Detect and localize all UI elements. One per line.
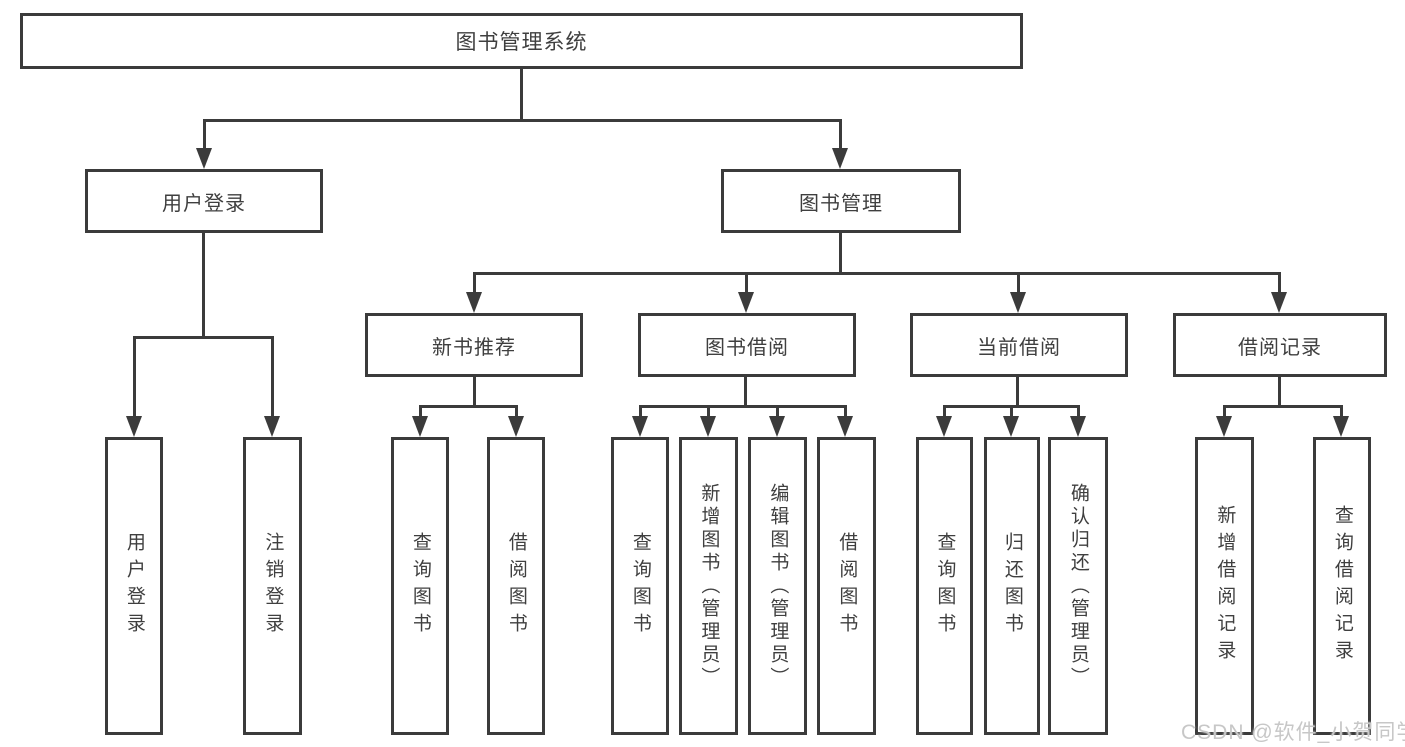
leaf-cb-confirm-return: 确认归还（管理员） xyxy=(1048,437,1108,735)
leaf-bb-query-books-label: 查询图书 xyxy=(629,532,651,640)
connector-line xyxy=(203,119,206,149)
leaf-bb-edit-books-label: 编辑图书（管理员） xyxy=(767,482,789,690)
connector-line xyxy=(1016,377,1019,405)
connector-line xyxy=(639,405,847,408)
leaf-logout: 注销登录 xyxy=(243,437,302,735)
arrow-down-icon xyxy=(837,416,853,437)
leaf-bb-borrow-books: 借阅图书 xyxy=(817,437,876,735)
leaf-bb-add-books-label: 新增图书（管理员） xyxy=(698,482,720,690)
node-borrow-records: 借阅记录 xyxy=(1173,313,1387,377)
connector-line xyxy=(419,405,518,408)
arrow-down-icon xyxy=(700,416,716,437)
arrow-down-icon xyxy=(508,416,524,437)
arrow-down-icon xyxy=(264,416,280,437)
connector-line xyxy=(1223,405,1226,417)
arrow-down-icon xyxy=(1333,416,1349,437)
leaf-bb-add-books: 新增图书（管理员） xyxy=(679,437,738,735)
leaf-br-query-record-label: 查询借阅记录 xyxy=(1331,505,1353,667)
arrow-down-icon xyxy=(1010,292,1026,313)
connector-line xyxy=(419,405,422,417)
leaf-br-add-record-label: 新增借阅记录 xyxy=(1214,505,1236,667)
arrow-down-icon xyxy=(126,416,142,437)
arrow-down-icon xyxy=(1070,416,1086,437)
leaf-bb-query-books: 查询图书 xyxy=(611,437,669,735)
node-book-borrow-label: 图书借阅 xyxy=(705,336,789,359)
arrow-down-icon xyxy=(196,148,212,169)
leaf-br-query-record: 查询借阅记录 xyxy=(1313,437,1371,735)
leaf-logout-label: 注销登录 xyxy=(262,532,284,640)
connector-line xyxy=(203,119,842,122)
leaf-nb-borrow-books-label: 借阅图书 xyxy=(505,532,527,640)
connector-line xyxy=(473,272,1281,275)
connector-line xyxy=(473,272,476,293)
leaf-nb-query-books: 查询图书 xyxy=(391,437,449,735)
arrow-down-icon xyxy=(632,416,648,437)
leaf-cb-return-books-label: 归还图书 xyxy=(1001,532,1023,640)
connector-line xyxy=(776,405,779,417)
node-root-label: 图书管理系统 xyxy=(455,31,588,54)
node-new-book-recommend: 新书推荐 xyxy=(365,313,583,377)
arrow-down-icon xyxy=(1216,416,1232,437)
connector-line xyxy=(1010,405,1013,417)
leaf-bb-borrow-books-label: 借阅图书 xyxy=(836,532,858,640)
connector-line xyxy=(744,377,747,405)
connector-line xyxy=(133,336,136,417)
node-user-login: 用户登录 xyxy=(85,169,323,233)
arrow-down-icon xyxy=(1003,416,1019,437)
connector-line xyxy=(839,119,842,149)
connector-line xyxy=(639,405,642,417)
connector-line xyxy=(1017,272,1020,293)
leaf-user-login: 用户登录 xyxy=(105,437,163,735)
arrow-down-icon xyxy=(412,416,428,437)
connector-line xyxy=(745,272,748,293)
node-book-borrow: 图书借阅 xyxy=(638,313,856,377)
connector-line xyxy=(844,405,847,417)
connector-line xyxy=(943,405,946,417)
arrow-down-icon xyxy=(1271,292,1287,313)
leaf-cb-return-books: 归还图书 xyxy=(984,437,1040,735)
connector-line xyxy=(1340,405,1343,417)
leaf-cb-query-books-label: 查询图书 xyxy=(934,532,956,640)
connector-line xyxy=(707,405,710,417)
connector-line xyxy=(271,336,274,417)
leaf-bb-edit-books: 编辑图书（管理员） xyxy=(748,437,807,735)
node-user-login-label: 用户登录 xyxy=(162,192,246,215)
node-book-management-label: 图书管理 xyxy=(799,192,883,215)
connector-line xyxy=(839,233,842,272)
leaf-nb-query-books-label: 查询图书 xyxy=(409,532,431,640)
leaf-cb-query-books: 查询图书 xyxy=(916,437,973,735)
node-new-book-recommend-label: 新书推荐 xyxy=(432,336,516,359)
leaf-nb-borrow-books: 借阅图书 xyxy=(487,437,545,735)
leaf-cb-confirm-return-label: 确认归还（管理员） xyxy=(1067,482,1089,690)
connector-line xyxy=(202,233,205,336)
connector-line xyxy=(473,377,476,405)
connector-line xyxy=(1223,405,1343,408)
node-current-borrow: 当前借阅 xyxy=(910,313,1128,377)
node-current-borrow-label: 当前借阅 xyxy=(977,336,1061,359)
arrow-down-icon xyxy=(769,416,785,437)
node-borrow-records-label: 借阅记录 xyxy=(1238,336,1322,359)
watermark: CSDN @软件_小贺同学 xyxy=(1181,721,1405,744)
connector-line xyxy=(520,69,523,119)
arrow-down-icon xyxy=(466,292,482,313)
leaf-br-add-record: 新增借阅记录 xyxy=(1195,437,1254,735)
arrow-down-icon xyxy=(936,416,952,437)
connector-line xyxy=(1278,272,1281,293)
arrow-down-icon xyxy=(832,148,848,169)
node-book-management: 图书管理 xyxy=(721,169,961,233)
node-root: 图书管理系统 xyxy=(20,13,1023,69)
leaf-user-login-label: 用户登录 xyxy=(123,532,145,640)
connector-line xyxy=(133,336,274,339)
arrow-down-icon xyxy=(738,292,754,313)
connector-line xyxy=(1278,377,1281,405)
connector-line xyxy=(1077,405,1080,417)
connector-line xyxy=(515,405,518,417)
